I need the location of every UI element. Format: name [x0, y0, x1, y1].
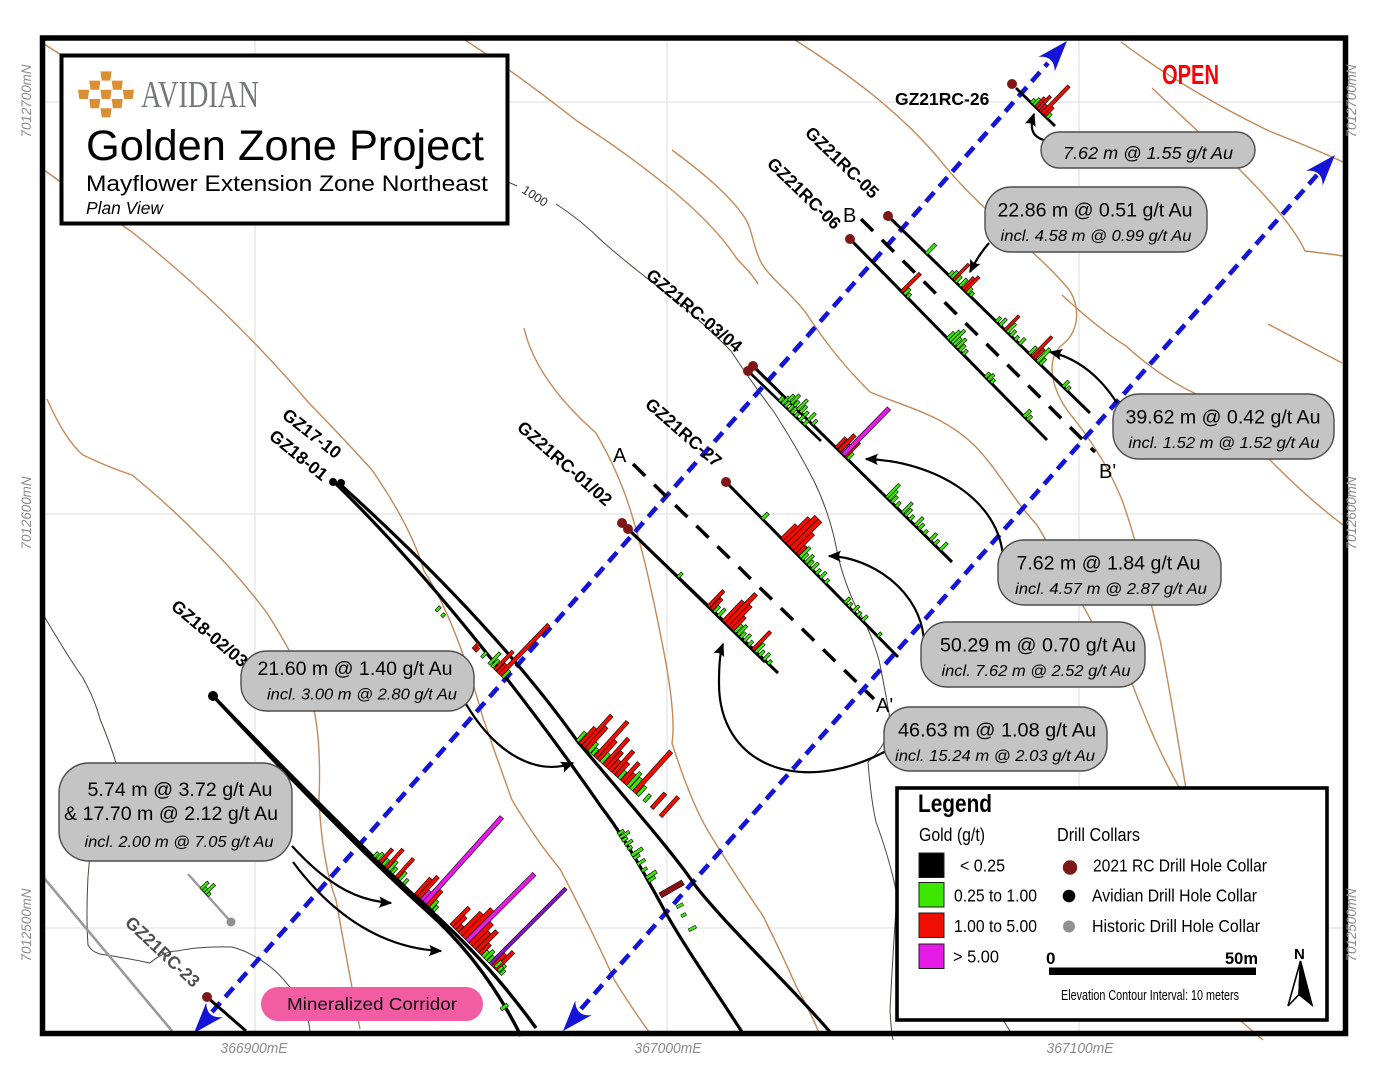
svg-text:B: B [843, 205, 856, 227]
svg-text:incl. 4.58 m @ 0.99 g/t Au: incl. 4.58 m @ 0.99 g/t Au [1001, 228, 1192, 245]
svg-text:incl. 2.00 m @ 7.05 g/t Au: incl. 2.00 m @ 7.05 g/t Au [85, 834, 274, 851]
svg-text:367100mE: 367100mE [1047, 1041, 1114, 1057]
svg-text:incl. 7.62 m @ 2.52 g/t Au: incl. 7.62 m @ 2.52 g/t Au [942, 663, 1131, 680]
svg-text:366900mE: 366900mE [221, 1041, 288, 1057]
svg-text:& 17.70 m @ 2.12 g/t Au: & 17.70 m @ 2.12 g/t Au [64, 803, 278, 825]
svg-text:Golden Zone Project: Golden Zone Project [86, 123, 484, 170]
svg-text:46.63 m @ 1.08 g/t Au: 46.63 m @ 1.08 g/t Au [898, 720, 1096, 742]
svg-text:1.00 to 5.00: 1.00 to 5.00 [954, 916, 1037, 936]
svg-text:Gold (g/t): Gold (g/t) [919, 824, 985, 845]
svg-text:2021 RC Drill Hole Collar: 2021 RC Drill Hole Collar [1093, 856, 1267, 876]
svg-text:7012600mN: 7012600mN [1344, 476, 1359, 549]
svg-text:5.74 m @ 3.72 g/t Au: 5.74 m @ 3.72 g/t Au [88, 779, 273, 801]
svg-text:GZ21RC-26: GZ21RC-26 [895, 89, 990, 109]
svg-text:Historic Drill Hole Collar: Historic Drill Hole Collar [1092, 916, 1260, 936]
svg-text:incl. 4.57 m @ 2.87 g/t Au: incl. 4.57 m @ 2.87 g/t Au [1015, 581, 1207, 598]
svg-text:7012600mN: 7012600mN [19, 476, 34, 549]
svg-text:Legend: Legend [918, 790, 992, 818]
svg-text:21.60 m @ 1.40 g/t Au: 21.60 m @ 1.40 g/t Au [258, 658, 453, 680]
svg-text:0.25 to 1.00: 0.25 to 1.00 [954, 886, 1037, 906]
svg-text:< 0.25: < 0.25 [960, 856, 1005, 876]
svg-text:N: N [1294, 946, 1305, 963]
svg-text:incl. 1.52 m @ 1.52 g/t Au: incl. 1.52 m @ 1.52 g/t Au [1129, 435, 1320, 452]
svg-text:Drill Collars: Drill Collars [1057, 824, 1140, 845]
svg-text:22.86 m @ 0.51 g/t Au: 22.86 m @ 0.51 g/t Au [998, 200, 1193, 222]
svg-text:7.62 m @ 1.55 g/t Au: 7.62 m @ 1.55 g/t Au [1063, 143, 1233, 163]
svg-text:> 5.00: > 5.00 [953, 947, 999, 967]
svg-text:7012700mN: 7012700mN [1344, 64, 1359, 137]
svg-text:Mayflower Extension Zone North: Mayflower Extension Zone Northeast [86, 171, 489, 196]
svg-text:7012700mN: 7012700mN [19, 64, 34, 137]
svg-text:A': A' [876, 695, 893, 717]
svg-text:Mineralized Corridor: Mineralized Corridor [287, 994, 457, 1014]
svg-text:B': B' [1099, 461, 1116, 483]
svg-text:OPEN: OPEN [1162, 59, 1219, 90]
svg-text:7012500mN: 7012500mN [19, 888, 34, 961]
svg-text:AVIDIAN: AVIDIAN [141, 74, 259, 116]
svg-text:39.62 m @ 0.42 g/t Au: 39.62 m @ 0.42 g/t Au [1126, 407, 1321, 429]
svg-text:7012500mN: 7012500mN [1344, 888, 1359, 961]
svg-text:7.62 m @ 1.84 g/t Au: 7.62 m @ 1.84 g/t Au [1017, 553, 1201, 575]
svg-text:50m: 50m [1225, 949, 1258, 968]
svg-text:367000mE: 367000mE [635, 1041, 702, 1057]
svg-text:incl. 15.24 m @ 2.03 g/t Au: incl. 15.24 m @ 2.03 g/t Au [895, 748, 1095, 765]
svg-text:Plan View: Plan View [86, 198, 164, 218]
svg-text:Elevation Contour Interval: 10: Elevation Contour Interval: 10 meters [1061, 988, 1239, 1004]
svg-text:incl. 3.00 m @ 2.80 g/t Au: incl. 3.00 m @ 2.80 g/t Au [267, 687, 457, 704]
svg-text:50.29 m @ 0.70 g/t Au: 50.29 m @ 0.70 g/t Au [940, 635, 1136, 657]
svg-text:0: 0 [1046, 949, 1055, 968]
svg-text:Avidian Drill Hole Collar: Avidian Drill Hole Collar [1092, 886, 1257, 906]
svg-text:A: A [613, 445, 627, 467]
